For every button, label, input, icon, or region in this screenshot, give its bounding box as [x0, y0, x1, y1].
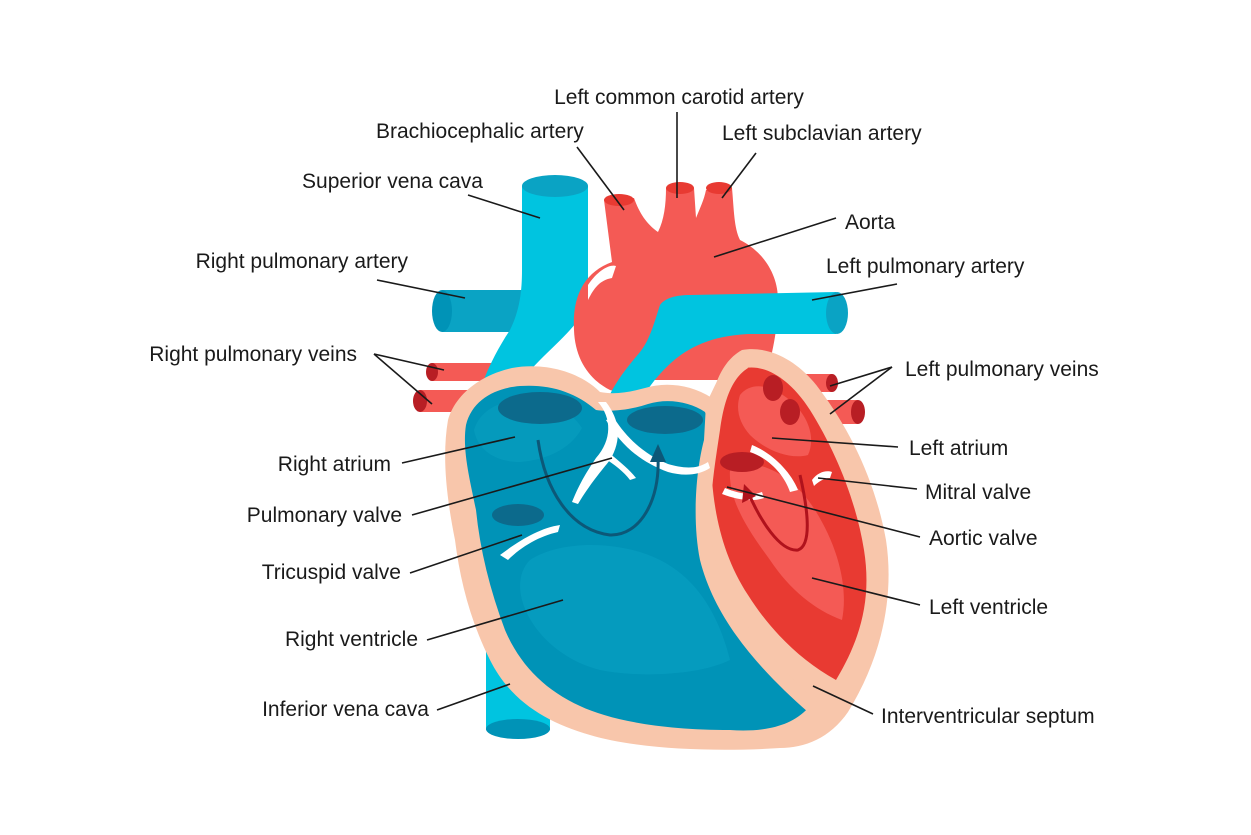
label-aorta: Aorta — [845, 211, 896, 234]
label-interventricular-septum: Interventricular septum — [881, 705, 1095, 728]
label-left-common-carotid-artery: Left common carotid artery — [554, 86, 804, 109]
label-inferior-vena-cava: Inferior vena cava — [262, 698, 429, 721]
label-superior-vena-cava: Superior vena cava — [302, 170, 483, 193]
label-left-atrium: Left atrium — [909, 437, 1008, 460]
pulmonary-vein-opening-2 — [780, 399, 800, 425]
label-brachiocephalic-artery: Brachiocephalic artery — [376, 120, 584, 143]
label-right-ventricle: Right ventricle — [285, 628, 418, 651]
label-pulmonary-valve: Pulmonary valve — [247, 504, 402, 527]
label-aortic-valve: Aortic valve — [929, 527, 1038, 550]
label-left-subclavian-artery: Left subclavian artery — [722, 122, 922, 145]
label-tricuspid-valve: Tricuspid valve — [262, 561, 401, 584]
label-left-pulmonary-artery: Left pulmonary artery — [826, 255, 1025, 278]
pulmonary-trunk-opening — [627, 406, 703, 434]
ivc-opening — [492, 504, 544, 526]
label-right-atrium: Right atrium — [278, 453, 391, 476]
label-right-pulmonary-veins: Right pulmonary veins — [149, 343, 357, 366]
svc-opening — [498, 392, 582, 424]
label-right-pulmonary-artery: Right pulmonary artery — [196, 250, 409, 273]
label-left-pulmonary-veins: Left pulmonary veins — [905, 358, 1099, 381]
label-mitral-valve: Mitral valve — [925, 481, 1031, 504]
label-left-ventricle: Left ventricle — [929, 596, 1048, 619]
pulmonary-vein-opening — [763, 375, 783, 401]
